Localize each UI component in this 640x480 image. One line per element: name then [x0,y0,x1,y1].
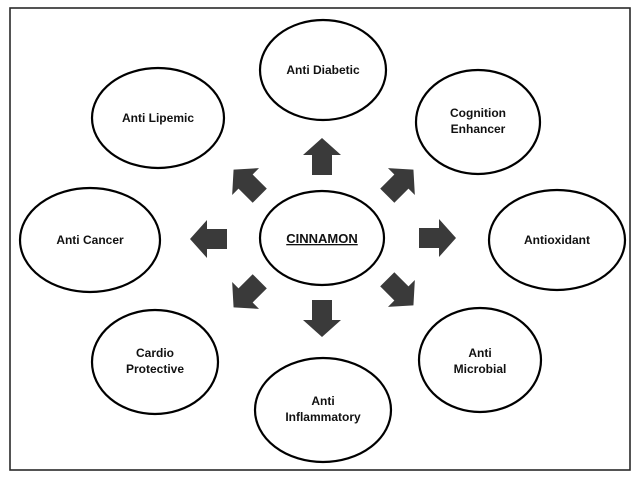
arrow-down-icon [303,300,341,337]
center-label: CINNAMON [286,231,358,246]
node-cognition-enhancer: Cognition Enhancer [414,68,542,176]
node-anti-microbial-label-line2: Microbial [454,362,507,376]
node-anti-cancer-label: Anti Cancer [56,233,124,247]
node-anti-cancer-ellipse [18,186,162,294]
node-anti-microbial-label-line1: Anti [468,346,491,360]
node-cardio-protective: Cardio Protective [90,308,220,416]
node-anti-diabetic-ellipse [258,18,388,122]
node-anti-diabetic: Anti Diabetic [258,18,388,122]
node-anti-lipemic: Anti Lipemic [90,66,226,170]
node-anti-microbial: Anti Microbial [417,306,543,414]
node-anti-inflammatory-label-line1: Anti [311,394,334,408]
arrow-left-icon [190,220,227,258]
node-anti-lipemic-label: Anti Lipemic [122,111,194,125]
node-anti-microbial-ellipse [417,306,543,414]
node-anti-lipemic-ellipse [90,66,226,170]
arrow-up-right-icon [380,168,415,203]
node-anti-inflammatory-label-line2: Inflammatory [285,410,361,424]
node-cognition-enhancer-ellipse [414,68,542,176]
node-anti-cancer: Anti Cancer [18,186,162,294]
center-node: CINNAMON [258,189,386,287]
center-ellipse [258,189,386,287]
node-cardio-protective-ellipse [90,308,220,416]
node-cardio-protective-label-line1: Cardio [136,346,174,360]
node-cognition-enhancer-label-line2: Enhancer [451,122,506,136]
node-anti-inflammatory: Anti Inflammatory [253,356,393,464]
node-anti-inflammatory-ellipse [253,356,393,464]
arrow-up-icon [303,138,341,175]
arrow-down-left-icon [232,274,267,309]
node-cardio-protective-label-line2: Protective [126,362,184,376]
node-antioxidant-ellipse [487,188,627,292]
node-cognition-enhancer-label-line1: Cognition [450,106,506,120]
node-antioxidant-label: Antioxidant [524,233,590,247]
arrow-up-left-icon [232,168,267,203]
node-antioxidant: Antioxidant [487,188,627,292]
node-anti-diabetic-label: Anti Diabetic [286,63,360,77]
arrow-down-right-icon [380,272,415,307]
arrow-right-icon [419,219,456,257]
